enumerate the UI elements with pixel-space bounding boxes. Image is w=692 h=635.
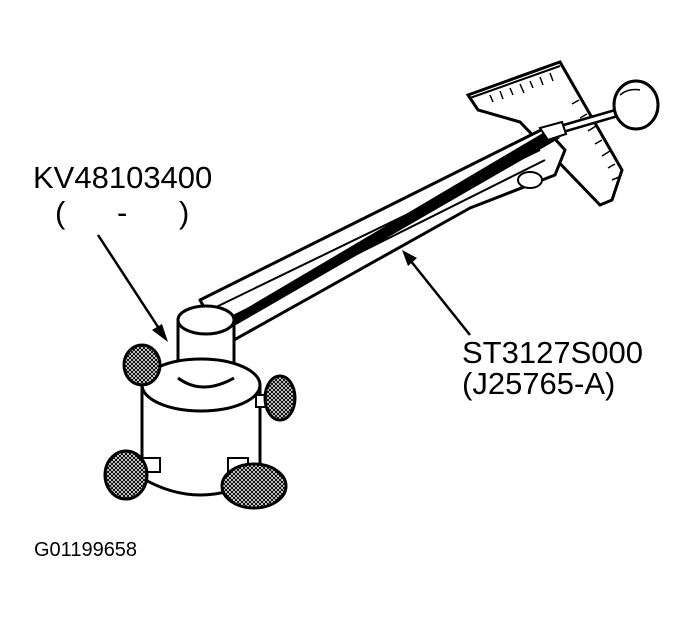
handle-grip: [560, 79, 660, 133]
leader-arrow-adapter: [96, 234, 168, 342]
tool-label-adapter-alt: ( - ): [55, 195, 190, 230]
thumb-screw-front-left: [103, 449, 161, 501]
pointer-needle: [230, 120, 568, 325]
figure-id: G01199658: [34, 539, 138, 561]
thumb-screw-front-right: [220, 457, 288, 510]
thumb-screw-right: [255, 374, 297, 422]
leader-arrow-wrench: [402, 250, 471, 336]
tool-label-adapter: KV48103400: [33, 160, 213, 195]
tool-label-wrench-alt: (J25765-A): [462, 366, 616, 401]
tool-label-wrench: ST3127S000: [462, 335, 643, 370]
thumb-screw-back-left: [122, 343, 162, 387]
